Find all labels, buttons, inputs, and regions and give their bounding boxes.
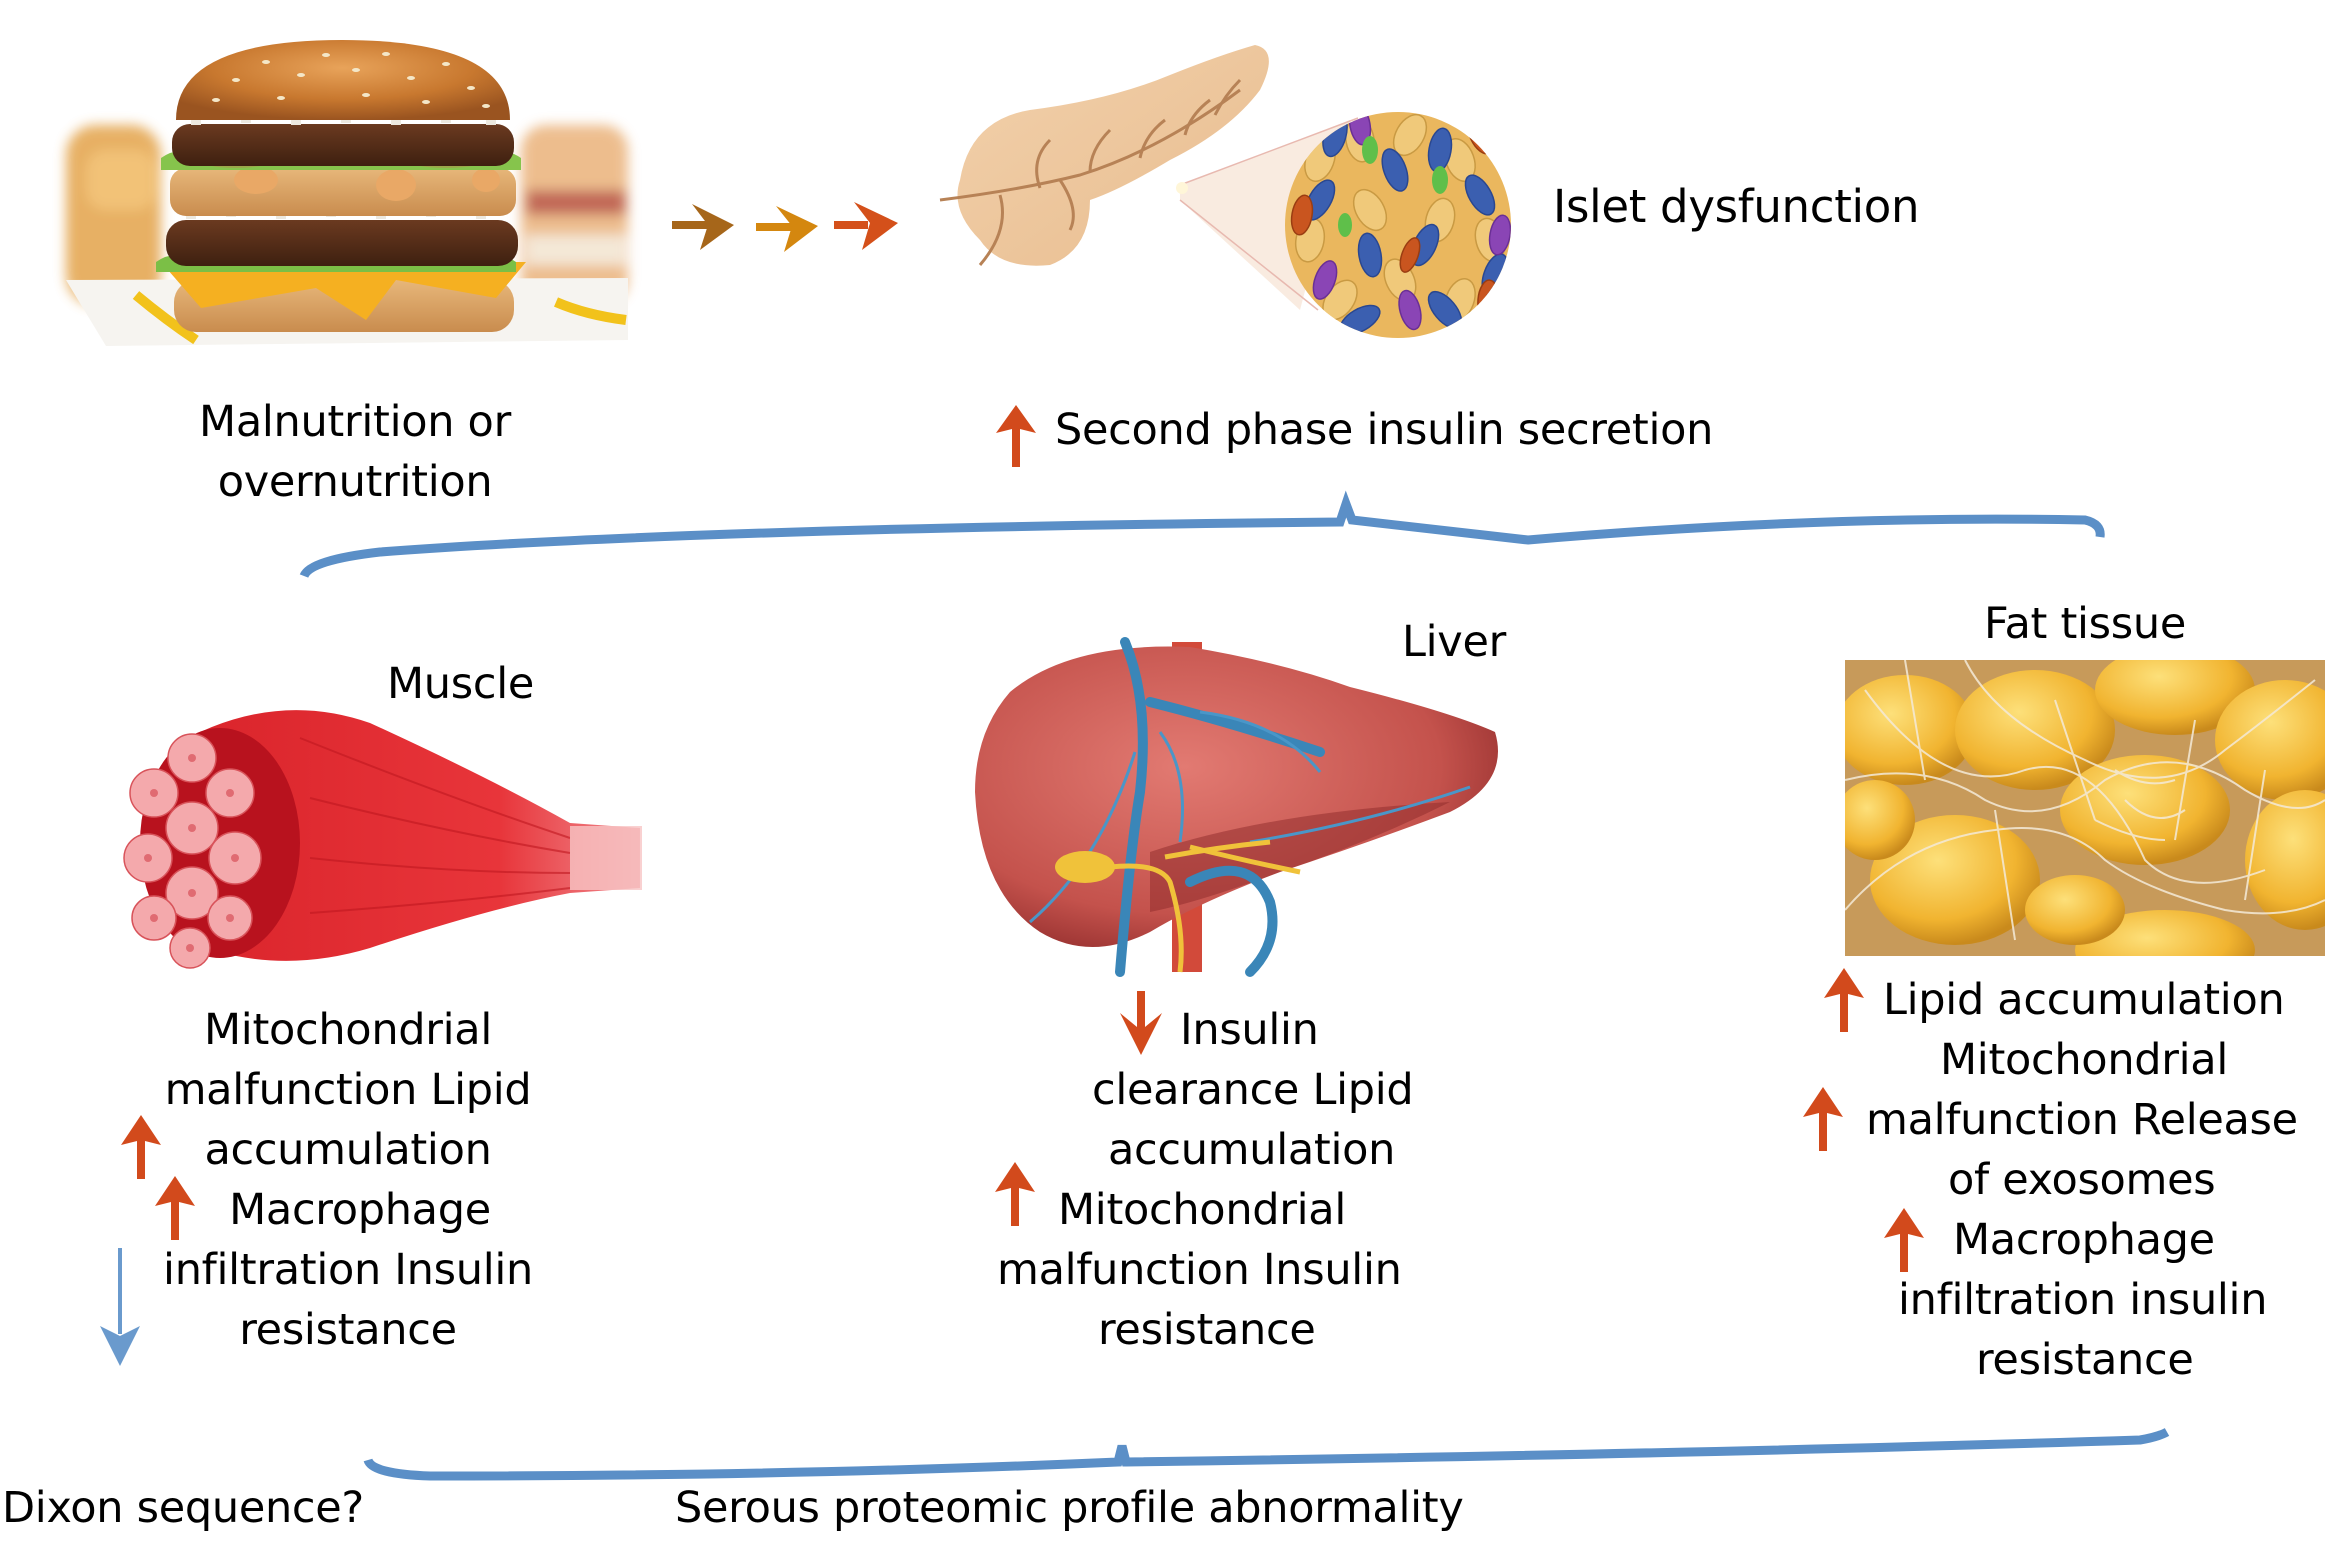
pancreas-islet-image: [939, 40, 1520, 360]
dixon-sequence-label: Dixon sequence?: [2, 1483, 364, 1533]
arrow-up-icon: [996, 405, 1036, 467]
muscle-effect-line: malfunction Lipid: [164, 1065, 532, 1115]
liver-image: [950, 637, 1510, 977]
muscle-effect-line: Mitochondrial: [204, 1005, 492, 1055]
liver-effect-line: malfunction Insulin: [997, 1245, 1402, 1295]
serous-proteomic-label: Serous proteomic profile abnormality: [675, 1483, 1464, 1533]
liver-effect-line: clearance Lipid: [1092, 1065, 1414, 1115]
muscle-icon: [123, 710, 642, 969]
fat-effect-line: of exosomes: [1948, 1155, 2216, 1205]
arrow-down-icon: [1120, 991, 1162, 1055]
arrow-down-icon: [100, 1248, 140, 1366]
arrow-right-icon: [672, 204, 734, 250]
liver-effect-line: accumulation: [1108, 1125, 1396, 1175]
muscle-effect-line: accumulation: [204, 1125, 492, 1175]
liver-title: Liver: [1402, 617, 1506, 667]
muscle-effect-line: infiltration Insulin: [163, 1245, 533, 1295]
arrow-up-icon: [155, 1176, 195, 1240]
liver-effect-line: resistance: [1098, 1305, 1316, 1355]
fat-effect-line: malfunction Release: [1866, 1095, 2298, 1145]
fat-effect-line: Macrophage: [1953, 1215, 2215, 1265]
fat-effect-line: Mitochondrial: [1940, 1035, 2228, 1085]
arrow-up-icon: [121, 1115, 161, 1179]
flow-arrows: [672, 202, 898, 252]
muscle-effect-line: resistance: [239, 1305, 457, 1355]
second-phase-insulin-label: Second phase insulin secretion: [1055, 405, 1714, 455]
arrow-up-icon: [995, 1162, 1035, 1226]
arrow-up-icon: [1824, 968, 1864, 1032]
arrow-right-icon: [834, 202, 898, 250]
liver-effect-line: Insulin: [1180, 1005, 1319, 1055]
cause-label-line: overnutrition: [217, 457, 493, 507]
liver-icon: [975, 637, 1498, 977]
cause-label-line: Malnutrition or: [199, 397, 511, 447]
islet-dysfunction-title: Islet dysfunction: [1553, 180, 1920, 233]
muscle-title: Muscle: [387, 659, 534, 709]
arrow-up-icon: [1884, 1208, 1924, 1272]
cause-label: Malnutrition or overnutrition: [105, 392, 605, 512]
burger-illustration-icon: [66, 40, 628, 346]
fat-tissue-title: Fat tissue: [1984, 599, 2186, 649]
muscle-effects: Mitochondrial malfunction Lipid accumula…: [148, 1000, 548, 1360]
fat-tissue-image: [1845, 660, 2325, 956]
pancreas-icon: [939, 45, 1511, 338]
fat-cells-icon: [1845, 660, 2325, 956]
fat-effect-line: resistance: [1976, 1335, 2194, 1385]
liver-effect-line: Mitochondrial: [1058, 1185, 1346, 1235]
fat-effect-line: infiltration insulin: [1898, 1275, 2268, 1325]
burger-image: [66, 40, 628, 346]
arrow-up-icon: [1803, 1087, 1843, 1151]
muscle-effect-line: Macrophage: [229, 1185, 491, 1235]
arrow-right-icon: [756, 206, 818, 252]
fat-effect-line: Lipid accumulation: [1883, 975, 2285, 1025]
muscle-image: [70, 648, 670, 978]
